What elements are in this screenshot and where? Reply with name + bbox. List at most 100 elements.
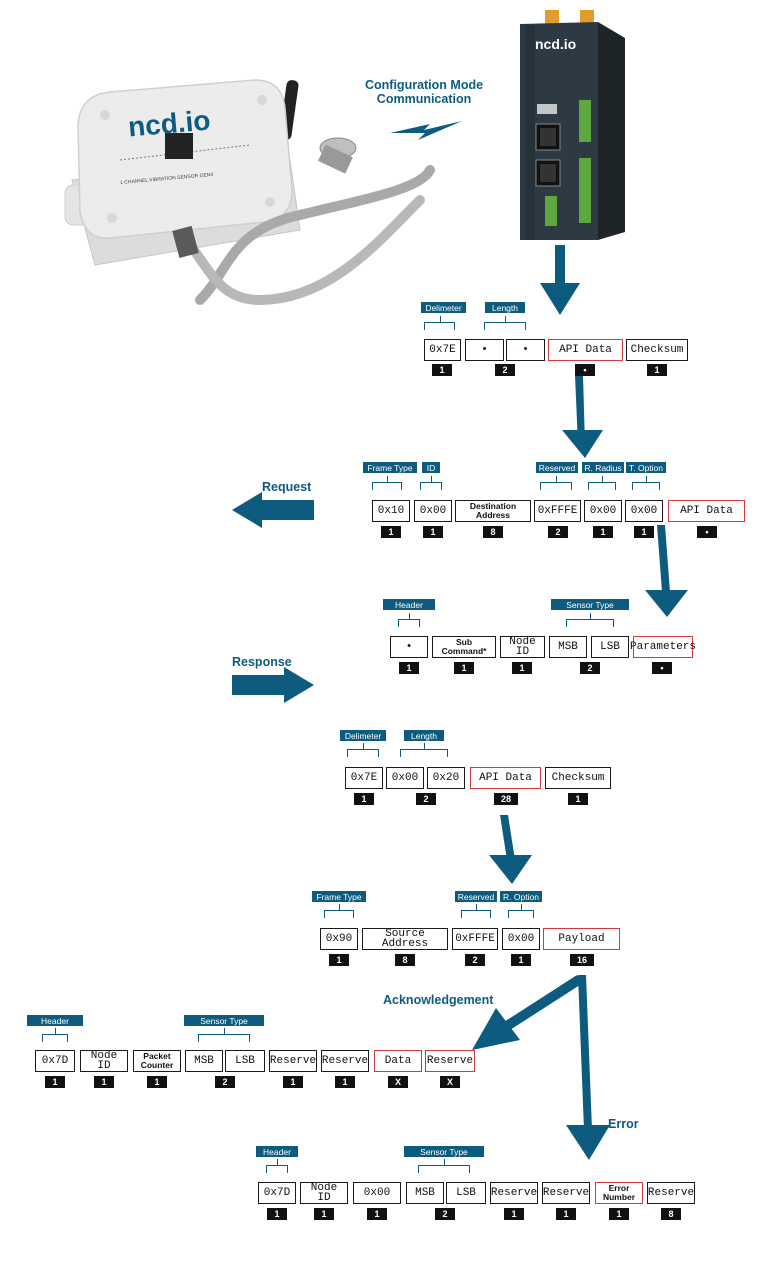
byte-count: 16 <box>570 954 594 966</box>
error-heading: Error <box>608 1117 639 1131</box>
label-bracket <box>540 476 572 490</box>
byte-count: 1 <box>647 364 667 376</box>
field-label: Frame Type <box>312 891 366 902</box>
frame-field: LSB <box>591 636 629 658</box>
field-label: Frame Type <box>363 462 417 473</box>
frame-field: API Data <box>668 500 745 522</box>
frame-field: 0x00 <box>502 928 540 950</box>
byte-count: 2 <box>215 1076 235 1088</box>
frame-field: API Data <box>470 767 541 789</box>
frame-field: MSB <box>549 636 587 658</box>
byte-count: 1 <box>432 364 452 376</box>
byte-count: 1 <box>568 793 588 805</box>
frame-field: 0x7D <box>35 1050 75 1072</box>
down-arrow-3 <box>645 525 688 617</box>
label-bracket <box>398 613 420 627</box>
frame-field: Reserve <box>269 1050 317 1072</box>
byte-count: 1 <box>94 1076 114 1088</box>
frame-field: Checksum <box>545 767 611 789</box>
label-bracket <box>424 316 455 330</box>
gateway-logo: ncd.io <box>535 36 577 52</box>
label-bracket <box>508 904 534 918</box>
frame-field: API Data <box>548 339 623 361</box>
byte-count: 1 <box>381 526 401 538</box>
frame-field: Node ID <box>80 1050 128 1072</box>
frame-field: Reserve <box>490 1182 538 1204</box>
frame-field: Reserve <box>321 1050 369 1072</box>
frame-field: 0x7E <box>345 767 383 789</box>
frame-field: 0xFFFE <box>452 928 498 950</box>
frame-field: Reserve <box>647 1182 695 1204</box>
label-bracket <box>632 476 660 490</box>
field-label: R. Radius <box>582 462 624 473</box>
label-bracket <box>372 476 402 490</box>
down-arrow-2 <box>562 375 603 458</box>
frame-field: 0xFFFE <box>534 500 581 522</box>
byte-count: 1 <box>354 793 374 805</box>
field-label: Sensor Type <box>404 1146 484 1157</box>
byte-count: 1 <box>593 526 613 538</box>
byte-count: 1 <box>314 1208 334 1220</box>
down-arrow-1 <box>540 245 580 315</box>
field-label: Delimeter <box>340 730 386 741</box>
frame-field: 0x90 <box>320 928 358 950</box>
byte-count: 1 <box>512 662 532 674</box>
field-label: Reserved <box>455 891 497 902</box>
byte-count: 2 <box>465 954 485 966</box>
frame-field: Destination Address <box>455 500 531 522</box>
frame-field: Data <box>374 1050 422 1072</box>
frame-field: MSB <box>406 1182 444 1204</box>
wireless-signal-icon <box>390 121 462 140</box>
frame-field: Packet Counter <box>133 1050 181 1072</box>
frame-field: 0x20 <box>427 767 465 789</box>
byte-count: 8 <box>661 1208 681 1220</box>
label-bracket <box>42 1028 68 1042</box>
response-heading: Response <box>232 655 292 669</box>
frame-field: • <box>465 339 504 361</box>
byte-count: X <box>388 1076 408 1088</box>
frame-field: • <box>390 636 428 658</box>
frame-field: Payload <box>543 928 620 950</box>
byte-count: 1 <box>335 1076 355 1088</box>
field-label: Header <box>27 1015 83 1026</box>
frame-field: 0x00 <box>584 500 622 522</box>
label-bracket <box>266 1159 288 1173</box>
byte-count: 1 <box>609 1208 629 1220</box>
byte-count: 2 <box>495 364 515 376</box>
byte-count: 28 <box>494 793 518 805</box>
frame-field: 0x00 <box>625 500 663 522</box>
frame-field: Sub Command* <box>432 636 496 658</box>
label-bracket <box>198 1028 250 1042</box>
byte-count: 1 <box>267 1208 287 1220</box>
request-heading: Request <box>262 480 312 494</box>
field-label: R. Option <box>500 891 542 902</box>
byte-count: • <box>697 526 717 538</box>
vibration-sensor-image <box>64 79 435 306</box>
label-bracket <box>588 476 616 490</box>
byte-count: X <box>440 1076 460 1088</box>
byte-count: 1 <box>283 1076 303 1088</box>
frame-field: LSB <box>225 1050 265 1072</box>
frame-field: Node ID <box>300 1182 348 1204</box>
label-bracket <box>418 1159 470 1173</box>
frame-field: 0x00 <box>414 500 452 522</box>
frame-field: MSB <box>185 1050 223 1072</box>
config-heading: Configuration Mode Communication <box>365 78 484 106</box>
byte-count: 1 <box>556 1208 576 1220</box>
label-bracket <box>324 904 354 918</box>
acknowledgement-arrow <box>472 975 583 1050</box>
frame-field: Parameters <box>630 636 696 658</box>
request-arrow <box>232 492 314 528</box>
frame-field: 0x00 <box>386 767 424 789</box>
frame-field: Reserve <box>542 1182 590 1204</box>
byte-count: • <box>652 662 672 674</box>
byte-count: 1 <box>45 1076 65 1088</box>
byte-count: 1 <box>423 526 443 538</box>
field-label: Length <box>485 302 525 313</box>
label-bracket <box>461 904 491 918</box>
byte-count: 2 <box>416 793 436 805</box>
byte-count: 1 <box>634 526 654 538</box>
field-label: Length <box>404 730 444 741</box>
byte-count: 1 <box>454 662 474 674</box>
